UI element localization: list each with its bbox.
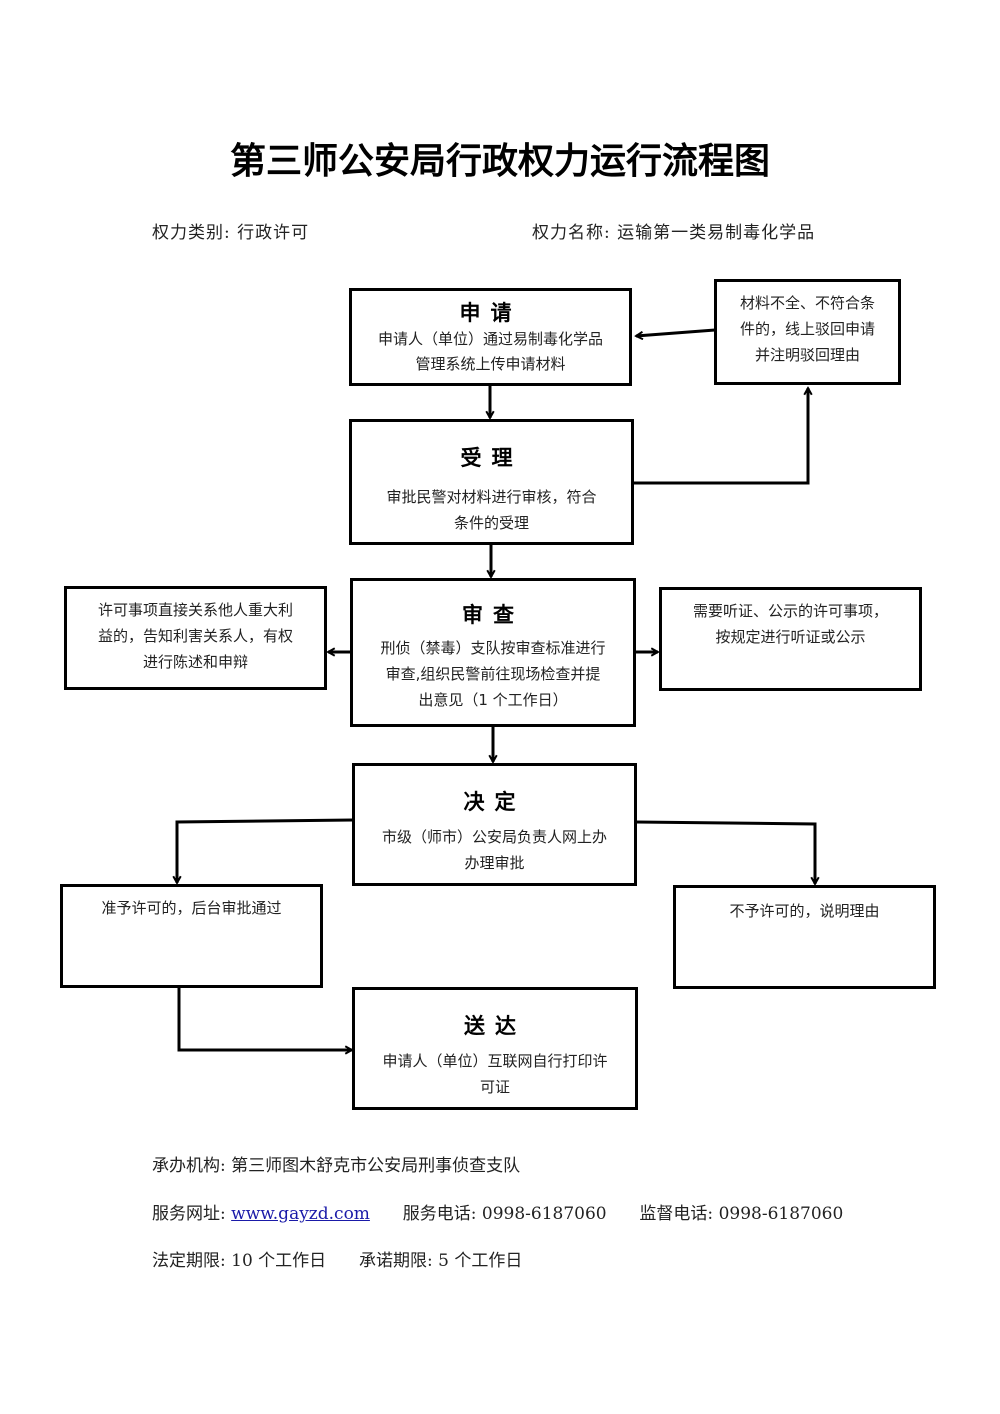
text-line: 申请人（单位）通过易制毒化学品 [377, 330, 603, 348]
note-reject-body: 材料不全、不符合条 件的，线上驳回申请 并注明驳回理由 [717, 290, 898, 368]
power-category-label: 权力类别: [152, 223, 231, 243]
legal-period-value: 10 个工作日 [231, 1251, 327, 1271]
power-category-value: 行政许可 [237, 223, 310, 243]
power-name-value: 运输第一类易制毒化学品 [617, 223, 816, 243]
power-name: 权力名称: 运输第一类易制毒化学品 [532, 218, 815, 243]
text-line: 准予许可的，后台审批通过 [101, 899, 282, 917]
text-line: 并注明驳回理由 [754, 346, 860, 364]
footer-org: 承办机构: 第三师图木舒克市公安局刑事侦查支队 [152, 1151, 520, 1176]
text-line: 益的，告知利害关系人，有权 [97, 627, 293, 645]
step-decide: 决定 市级（师市）公安局负责人网上办 办理审批 [352, 763, 637, 886]
step-deliver-heading: 送达 [464, 1014, 526, 1038]
text-line: 办理审批 [464, 854, 525, 872]
service-phone-label: 服务电话: [402, 1204, 477, 1224]
supervise-phone-value: 0998-6187060 [718, 1204, 844, 1224]
promise-period-label: 承诺期限: [359, 1251, 433, 1271]
arrow-accept-to-reject [633, 388, 808, 485]
site-link[interactable]: www.gayzd.com [231, 1204, 370, 1224]
arrow-reject-to-apply [636, 328, 716, 336]
text-line: 需要听证、公示的许可事项， [692, 602, 888, 620]
text-line: 不予许可的，说明理由 [729, 902, 880, 920]
note-hearing-body: 需要听证、公示的许可事项， 按规定进行听证或公示 [662, 598, 919, 650]
text-line: 管理系统上传申请材料 [415, 355, 566, 373]
org-label: 承办机构: [152, 1156, 226, 1176]
step-apply: 申请 申请人（单位）通过易制毒化学品 管理系统上传申请材料 [349, 288, 632, 386]
outcome-deny-body: 不予许可的，说明理由 [676, 898, 933, 924]
arrow-decide-to-approve [177, 818, 354, 883]
note-reject: 材料不全、不符合条 件的，线上驳回申请 并注明驳回理由 [714, 279, 901, 385]
text-line: 审批民警对材料进行审核，符合 [386, 488, 597, 506]
text-line: 许可事项直接关系他人重大利 [97, 601, 293, 619]
text-line: 可证 [479, 1078, 510, 1096]
note-hearing: 需要听证、公示的许可事项， 按规定进行听证或公示 [659, 587, 922, 691]
step-accept-body: 审批民警对材料进行审核，符合 条件的受理 [352, 484, 631, 536]
footer-periods: 法定期限: 10 个工作日 承诺期限: 5 个工作日 [152, 1246, 522, 1271]
legal-period-label: 法定期限: [152, 1251, 226, 1271]
promise-period-value: 5 个工作日 [438, 1251, 523, 1271]
text-line: 材料不全、不符合条 [739, 294, 875, 312]
text-line: 进行陈述和申辩 [142, 653, 248, 671]
text-line: 刑侦（禁毒）支队按审查标准进行 [380, 639, 606, 657]
footer-contact: 服务网址: www.gayzd.com 服务电话: 0998-6187060 监… [152, 1199, 843, 1224]
text-line: 审查,组织民警前往现场检查并提 [385, 665, 601, 683]
note-stakeholder: 许可事项直接关系他人重大利 益的，告知利害关系人，有权 进行陈述和申辩 [64, 586, 327, 690]
text-line: 申请人（单位）互联网自行打印许 [382, 1052, 608, 1070]
arrow-approve-to-deliver [177, 987, 352, 1050]
service-phone-value: 0998-6187060 [481, 1204, 607, 1224]
outcome-deny: 不予许可的，说明理由 [673, 885, 936, 989]
step-apply-heading: 申请 [459, 301, 522, 325]
step-apply-body: 申请人（单位）通过易制毒化学品 管理系统上传申请材料 [352, 327, 629, 377]
text-line: 条件的受理 [453, 514, 529, 532]
step-decide-heading: 决定 [463, 790, 526, 814]
org-value: 第三师图木舒克市公安局刑事侦查支队 [231, 1156, 521, 1176]
supervise-phone-label: 监督电话: [639, 1204, 714, 1224]
power-category: 权力类别: 行政许可 [152, 218, 309, 243]
text-line: 出意见（1 个工作日） [418, 691, 568, 709]
text-line: 按规定进行听证或公示 [715, 628, 866, 646]
step-accept: 受理 审批民警对材料进行审核，符合 条件的受理 [349, 419, 634, 545]
step-accept-heading: 受理 [460, 446, 523, 470]
site-label: 服务网址: [152, 1204, 226, 1224]
text-line: 市级（师市）公安局负责人网上办 [381, 828, 607, 846]
step-deliver: 送达 申请人（单位）互联网自行打印许 可证 [352, 987, 638, 1110]
note-stakeholder-body: 许可事项直接关系他人重大利 益的，告知利害关系人，有权 进行陈述和申辩 [67, 597, 324, 675]
step-review: 审查 刑侦（禁毒）支队按审查标准进行 审查,组织民警前往现场检查并提 出意见（1… [350, 578, 636, 727]
power-name-label: 权力名称: [532, 223, 611, 243]
arrow-decide-to-deny [635, 820, 815, 884]
outcome-approve: 准予许可的，后台审批通过 [60, 884, 323, 988]
step-deliver-body: 申请人（单位）互联网自行打印许 可证 [355, 1048, 635, 1100]
step-review-heading: 审查 [462, 603, 524, 627]
step-decide-body: 市级（师市）公安局负责人网上办 办理审批 [355, 824, 634, 876]
page-title: 第三师公安局行政权力运行流程图 [229, 140, 770, 182]
outcome-approve-body: 准予许可的，后台审批通过 [63, 895, 320, 921]
step-review-body: 刑侦（禁毒）支队按审查标准进行 审查,组织民警前往现场检查并提 出意见（1 个工… [353, 635, 633, 713]
text-line: 件的，线上驳回申请 [739, 320, 875, 338]
